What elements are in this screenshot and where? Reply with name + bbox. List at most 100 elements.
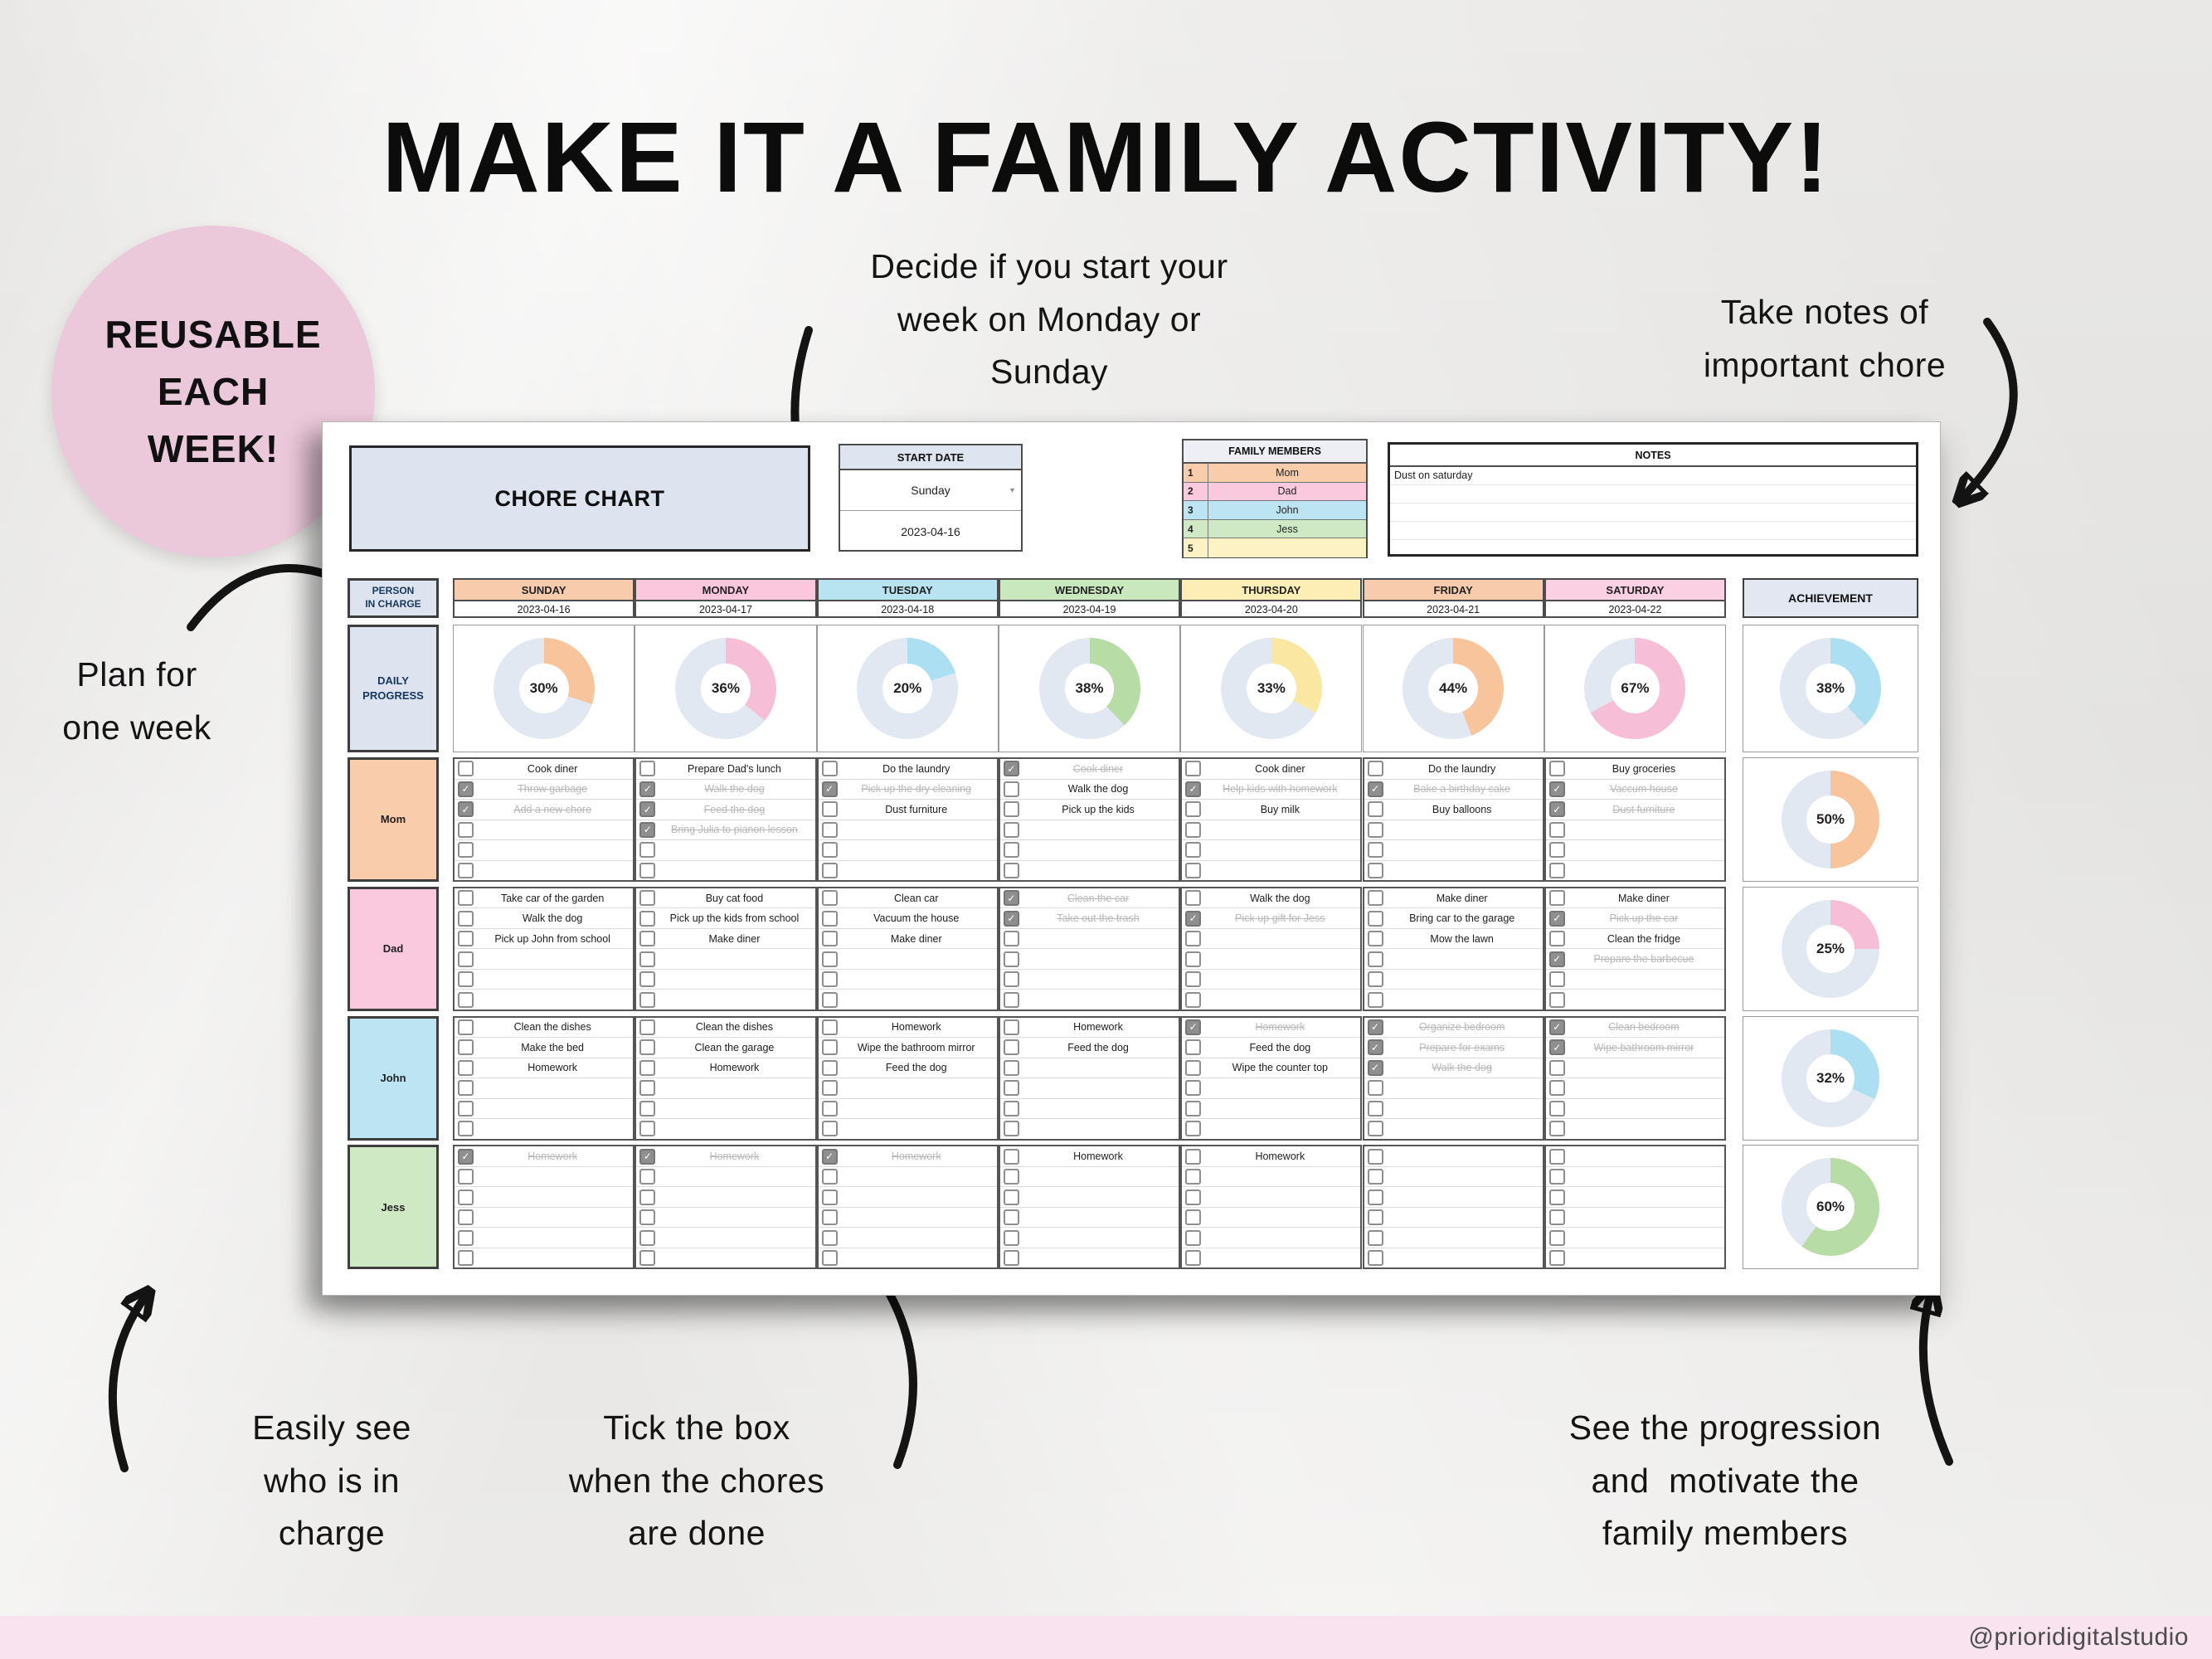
- chore-checkbox[interactable]: [1003, 1080, 1019, 1097]
- chore-text[interactable]: Buy balloons: [1432, 803, 1492, 815]
- chore-checkbox[interactable]: [458, 1169, 474, 1185]
- chore-text[interactable]: Wipe the counter top: [1232, 1062, 1329, 1074]
- chore-checkbox[interactable]: [639, 1019, 656, 1035]
- chore-checkbox[interactable]: [821, 951, 838, 967]
- chore-checkbox[interactable]: [1185, 862, 1202, 878]
- chore-text[interactable]: Clean car: [893, 892, 939, 904]
- chore-checkbox[interactable]: [1003, 781, 1019, 797]
- chore-checkbox[interactable]: [1185, 1189, 1202, 1205]
- chore-checkbox[interactable]: [821, 991, 838, 1008]
- chore-checkbox[interactable]: [639, 1250, 656, 1267]
- chore-text[interactable]: Make diner: [1618, 892, 1670, 904]
- chore-checkbox[interactable]: ✓: [1548, 801, 1565, 818]
- chore-checkbox[interactable]: ✓: [639, 781, 656, 797]
- chore-checkbox[interactable]: [458, 890, 474, 907]
- chore-text[interactable]: Homework: [1073, 1151, 1123, 1163]
- chore-checkbox[interactable]: ✓: [1548, 910, 1565, 927]
- chore-checkbox[interactable]: [1185, 931, 1202, 947]
- chore-checkbox[interactable]: [1003, 1250, 1019, 1267]
- chore-checkbox[interactable]: [1003, 821, 1019, 838]
- chore-checkbox[interactable]: [1003, 1229, 1019, 1246]
- chore-checkbox[interactable]: [821, 1189, 838, 1205]
- chore-checkbox[interactable]: [458, 1080, 474, 1097]
- chore-text[interactable]: Clean the fridge: [1607, 932, 1681, 945]
- chore-text[interactable]: Cook diner: [1072, 762, 1124, 775]
- family-member-name[interactable]: Dad: [1208, 482, 1366, 501]
- chore-checkbox[interactable]: [458, 931, 474, 947]
- chore-checkbox[interactable]: [1185, 821, 1202, 838]
- chore-checkbox[interactable]: [1003, 862, 1019, 878]
- chore-checkbox[interactable]: ✓: [821, 781, 838, 797]
- chore-checkbox[interactable]: [1548, 1148, 1565, 1165]
- chore-checkbox[interactable]: [1003, 1019, 1019, 1035]
- chore-checkbox[interactable]: [639, 971, 656, 988]
- chore-checkbox[interactable]: [1003, 1100, 1019, 1117]
- chore-text[interactable]: Homework: [1073, 1021, 1123, 1034]
- chore-checkbox[interactable]: [458, 910, 474, 927]
- chore-checkbox[interactable]: [639, 1039, 656, 1056]
- chore-text[interactable]: Pick up the kids: [1062, 803, 1135, 815]
- chore-checkbox[interactable]: [1185, 1080, 1202, 1097]
- chore-checkbox[interactable]: [821, 862, 838, 878]
- chore-text[interactable]: Homework: [1255, 1021, 1305, 1034]
- chore-checkbox[interactable]: [458, 821, 474, 838]
- chore-checkbox[interactable]: ✓: [1003, 890, 1019, 907]
- chore-checkbox[interactable]: [1003, 1169, 1019, 1185]
- chore-text[interactable]: Homework: [709, 1062, 760, 1074]
- chore-checkbox[interactable]: [821, 910, 838, 927]
- chore-text[interactable]: Buy groceries: [1612, 762, 1676, 775]
- chore-checkbox[interactable]: ✓: [458, 781, 474, 797]
- chore-checkbox[interactable]: [639, 890, 656, 907]
- chore-text[interactable]: Walk the dog: [522, 912, 583, 925]
- chore-checkbox[interactable]: ✓: [1548, 1039, 1565, 1056]
- chore-checkbox[interactable]: [458, 951, 474, 967]
- chore-checkbox[interactable]: [1548, 931, 1565, 947]
- chore-text[interactable]: Pick up gift for Jess: [1235, 912, 1325, 925]
- chore-text[interactable]: Wipe bathroom mirror: [1593, 1041, 1694, 1053]
- family-member-name[interactable]: Mom: [1208, 464, 1366, 482]
- chore-checkbox[interactable]: ✓: [1003, 910, 1019, 927]
- chore-checkbox[interactable]: [1367, 821, 1383, 838]
- chore-checkbox[interactable]: [1185, 1059, 1202, 1076]
- chore-checkbox[interactable]: [1003, 971, 1019, 988]
- chore-text[interactable]: Add a new chore: [513, 803, 592, 815]
- chore-checkbox[interactable]: [458, 1250, 474, 1267]
- chore-checkbox[interactable]: [1003, 1209, 1019, 1226]
- chore-text[interactable]: Clean the car: [1067, 892, 1130, 904]
- family-member-name[interactable]: [1208, 538, 1366, 557]
- chore-checkbox[interactable]: [639, 842, 656, 859]
- chore-checkbox[interactable]: [1185, 761, 1202, 777]
- chore-text[interactable]: Buy milk: [1260, 803, 1300, 815]
- chore-checkbox[interactable]: ✓: [639, 801, 656, 818]
- chore-checkbox[interactable]: [1367, 1250, 1383, 1267]
- chore-checkbox[interactable]: ✓: [1185, 910, 1202, 927]
- chore-checkbox[interactable]: [1548, 761, 1565, 777]
- chore-checkbox[interactable]: [1548, 1250, 1565, 1267]
- chore-checkbox[interactable]: [821, 971, 838, 988]
- chore-checkbox[interactable]: [1003, 1148, 1019, 1165]
- chore-checkbox[interactable]: [1003, 1121, 1019, 1137]
- chore-checkbox[interactable]: [1367, 1100, 1383, 1117]
- chore-text[interactable]: Pick up the dry cleaning: [861, 783, 972, 795]
- chore-text[interactable]: Take out the trash: [1057, 912, 1140, 925]
- chore-checkbox[interactable]: [1367, 1121, 1383, 1137]
- chore-text[interactable]: Prepare for exams: [1419, 1041, 1505, 1053]
- chore-checkbox[interactable]: [1367, 1209, 1383, 1226]
- chore-checkbox[interactable]: [639, 910, 656, 927]
- chore-checkbox[interactable]: [1367, 862, 1383, 878]
- chore-checkbox[interactable]: [1548, 890, 1565, 907]
- chore-checkbox[interactable]: [639, 991, 656, 1008]
- chore-checkbox[interactable]: [821, 1229, 838, 1246]
- chore-checkbox[interactable]: [639, 862, 656, 878]
- chore-text[interactable]: Bring Julia to pianon lesson: [671, 824, 798, 836]
- chore-text[interactable]: Bake a birthday cake: [1413, 783, 1511, 795]
- chore-checkbox[interactable]: [458, 1229, 474, 1246]
- chore-checkbox[interactable]: [1367, 931, 1383, 947]
- chore-text[interactable]: Homework: [1255, 1151, 1305, 1163]
- chore-checkbox[interactable]: [639, 951, 656, 967]
- chore-checkbox[interactable]: [1548, 862, 1565, 878]
- chore-text[interactable]: Homework: [709, 1151, 760, 1163]
- chore-text[interactable]: Help kids with homework: [1223, 783, 1338, 795]
- chore-checkbox[interactable]: [1185, 1039, 1202, 1056]
- chore-checkbox[interactable]: [1548, 1189, 1565, 1205]
